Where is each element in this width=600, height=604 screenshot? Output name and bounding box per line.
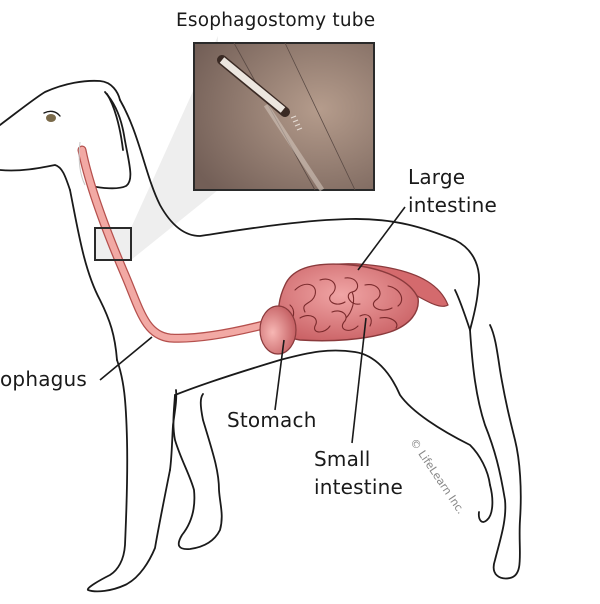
label-small-intestine-1: Small [314, 447, 371, 471]
esophagostomy-tube-inset [193, 42, 375, 192]
small-intestine [277, 263, 419, 342]
eye-icon [46, 114, 56, 122]
inset-title: Esophagostomy tube [176, 10, 376, 31]
label-small-intestine-2: intestine [314, 475, 403, 499]
label-large-intestine-2: intestine [408, 193, 497, 217]
leader-lines [99, 206, 406, 444]
label-large-intestine-1: Large [408, 165, 466, 189]
label-stomach: Stomach [227, 408, 317, 432]
stomach [259, 305, 297, 355]
label-esophagus: ophagus [0, 367, 88, 391]
esophagus [77, 141, 280, 343]
callout-fan [95, 36, 218, 260]
neck-highlight-box [94, 227, 132, 261]
dog-outline [0, 79, 522, 593]
